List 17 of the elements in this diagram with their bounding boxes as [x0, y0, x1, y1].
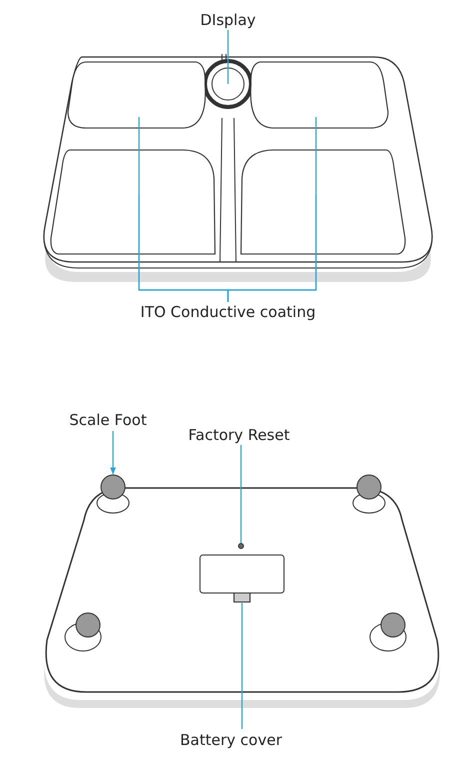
callout-label: Battery cover [180, 731, 282, 749]
electrode-pad [250, 61, 389, 129]
callout-label: Scale Foot [69, 411, 147, 429]
battery-cover-latch [233, 592, 251, 603]
leader-line [110, 431, 116, 475]
callout-label: ITO Conductive coating [140, 303, 316, 321]
leader-line [241, 603, 243, 729]
electrode-pad [67, 61, 206, 129]
leader-line [227, 30, 229, 84]
scale-foot [100, 474, 126, 500]
electrode-pad [240, 149, 406, 255]
leader-line [227, 195, 317, 302]
callout-label: DIsplay [200, 11, 256, 29]
electrode-pad [50, 149, 216, 255]
leader-line [240, 445, 242, 543]
callout-label: Factory Reset [188, 426, 290, 444]
reset-hole [238, 543, 244, 549]
